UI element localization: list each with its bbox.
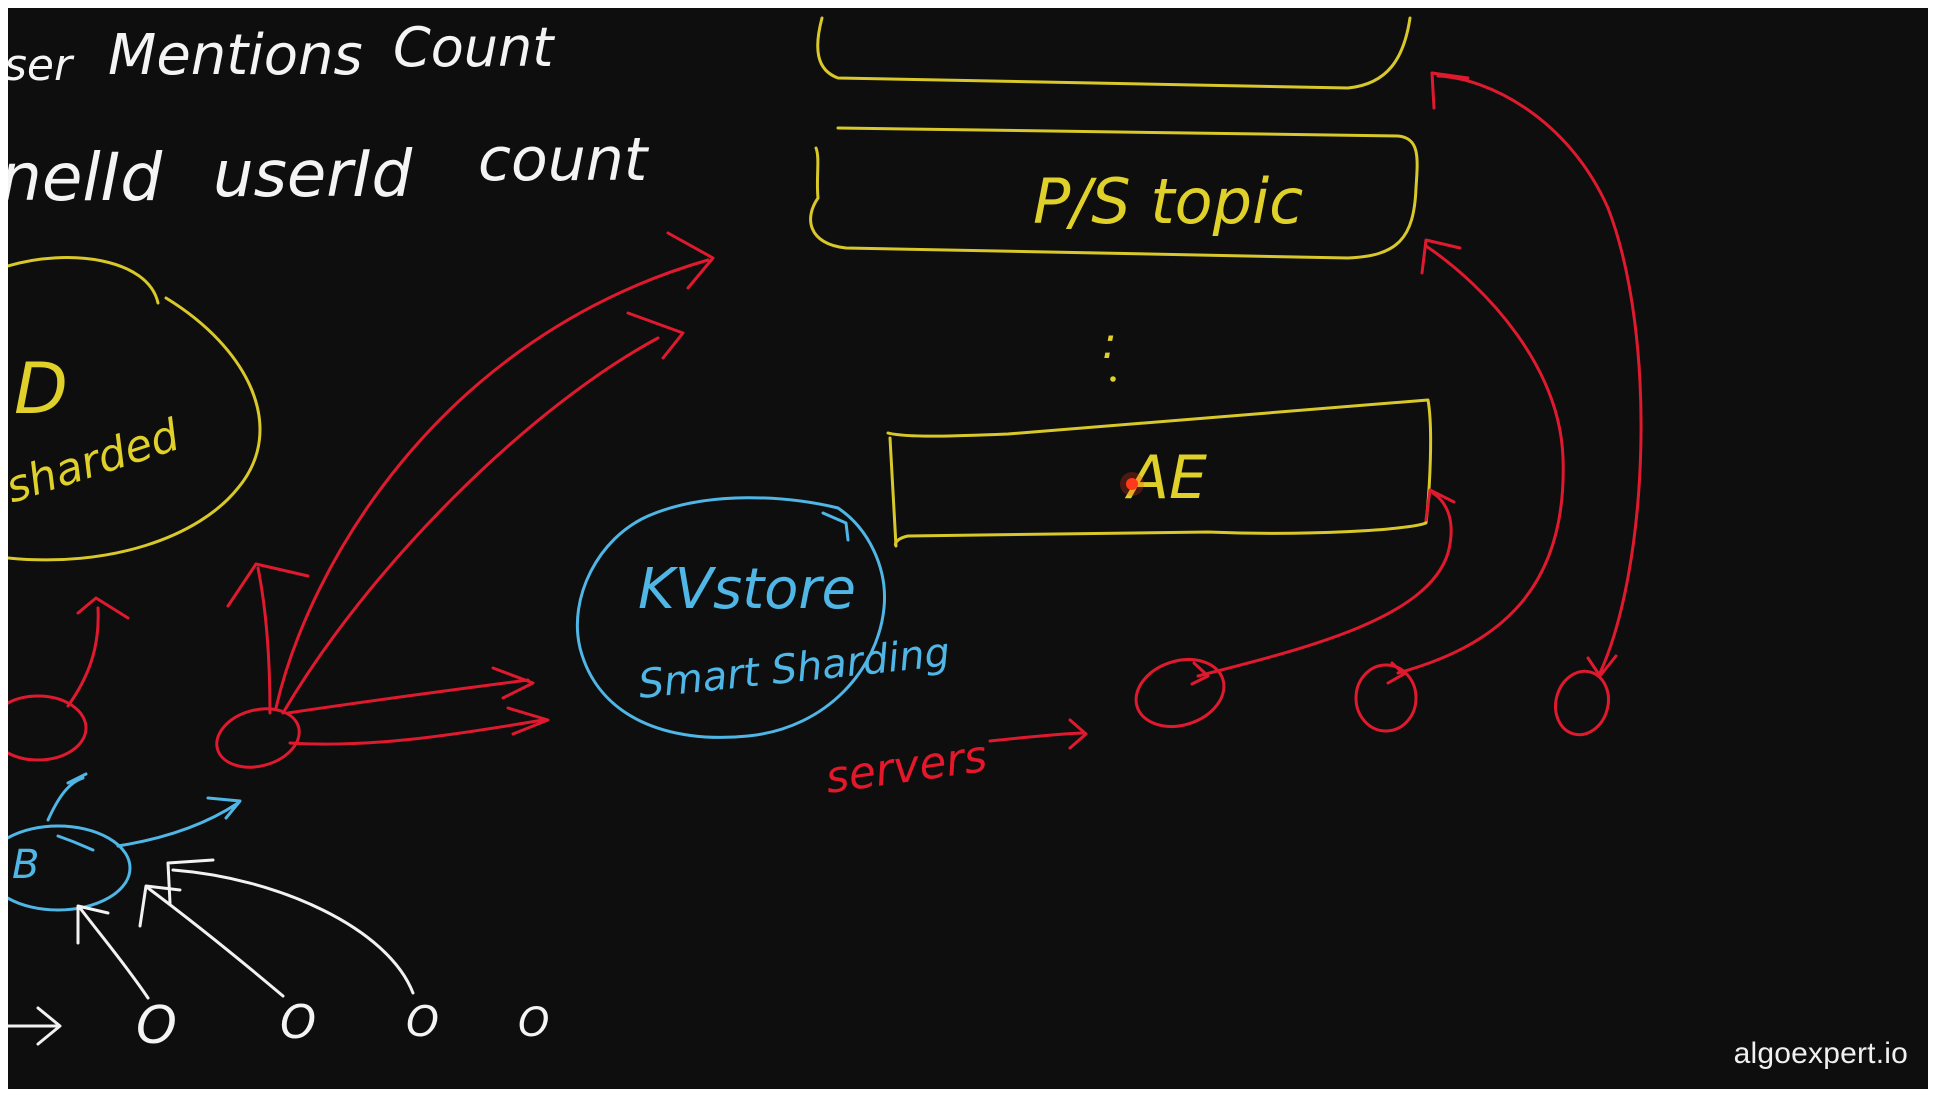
left-node-b-arrow-kv2 — [288, 706, 550, 746]
server-arc-to-top — [1436, 74, 1643, 675]
servers-arrow — [988, 718, 1088, 750]
kv-store-title: KVstore — [638, 557, 856, 622]
db-top-arc — [8, 256, 160, 305]
client-node-4: O — [518, 1000, 549, 1046]
column-count: count — [478, 125, 650, 195]
server-arc-to-topic — [1396, 244, 1565, 675]
left-node-a — [8, 694, 88, 762]
server-arc-to-ae-heads — [1190, 488, 1456, 686]
client-arrow-3 — [166, 858, 415, 995]
topic-box-top — [816, 16, 1412, 90]
header-count: Count — [393, 16, 555, 79]
left-node-b-arrow-db2 — [281, 311, 685, 715]
whiteboard-drawing: ser Mentions Count nelId userId count D … — [8, 16, 1643, 1056]
column-user-id: userId — [213, 138, 412, 212]
client-arrow-1 — [76, 904, 150, 1000]
whiteboard-canvas: ser Mentions Count nelId userId count D … — [8, 8, 1928, 1089]
watermark-logo: algoexpert.io — [1733, 1037, 1908, 1070]
left-node-a-arrow — [66, 596, 130, 708]
blue-load-balancer: B — [8, 772, 242, 912]
server-arc-to-topic-heads — [1386, 238, 1462, 685]
kv-store-flourish — [821, 511, 850, 542]
left-node-b-arrow-up — [226, 562, 310, 715]
blue-node-label: B — [12, 842, 39, 888]
client-arrow-left — [8, 1006, 62, 1046]
db-outline — [8, 296, 262, 562]
clients: O O O O — [8, 858, 549, 1056]
client-node-3: O — [406, 997, 439, 1046]
header-mentions: Mentions — [108, 23, 363, 88]
left-node-b-arrow-kv — [286, 666, 535, 715]
table-header-row: ser Mentions Count — [8, 16, 555, 91]
topic-box-main — [809, 126, 1419, 260]
kv-store-subtitle: Smart Sharding — [636, 630, 952, 708]
table-columns-row: nelId userId count — [8, 125, 650, 216]
sharded-db: D sharded — [8, 256, 262, 562]
client-node-2: O — [280, 995, 316, 1049]
server-node-3 — [1554, 669, 1610, 737]
blue-node — [8, 824, 132, 912]
left-node-b — [215, 707, 301, 769]
header-user-fragment: ser — [8, 40, 75, 91]
ps-topic-stack: P/S topic : AE — [809, 16, 1433, 548]
server-node-1 — [1134, 658, 1226, 728]
cursor-glow — [1120, 472, 1144, 496]
ae-box — [886, 398, 1433, 548]
ae-label: AE — [1124, 443, 1207, 513]
ellipsis-dot — [1110, 376, 1116, 382]
cursor-pointer — [1126, 478, 1138, 490]
client-arrow-2 — [138, 884, 285, 998]
topic-label: P/S topic — [1033, 165, 1303, 238]
server-arc-to-top-heads — [1430, 71, 1618, 678]
server-arc-to-ae — [1196, 491, 1453, 678]
blue-arrow-right — [116, 796, 242, 848]
client-node-1: O — [136, 996, 177, 1056]
topic-ellipsis: : — [1102, 318, 1117, 369]
blue-arrow-up — [46, 772, 88, 822]
blue-arrow-in — [56, 834, 95, 852]
column-channel-id: nelId — [8, 139, 163, 216]
server-node-2 — [1354, 663, 1418, 733]
servers-label: servers — [822, 731, 990, 804]
kv-store-outline — [575, 496, 887, 739]
left-red-flow — [8, 231, 715, 769]
db-letter: D — [14, 348, 68, 430]
left-node-b-arrow-db — [274, 231, 715, 710]
